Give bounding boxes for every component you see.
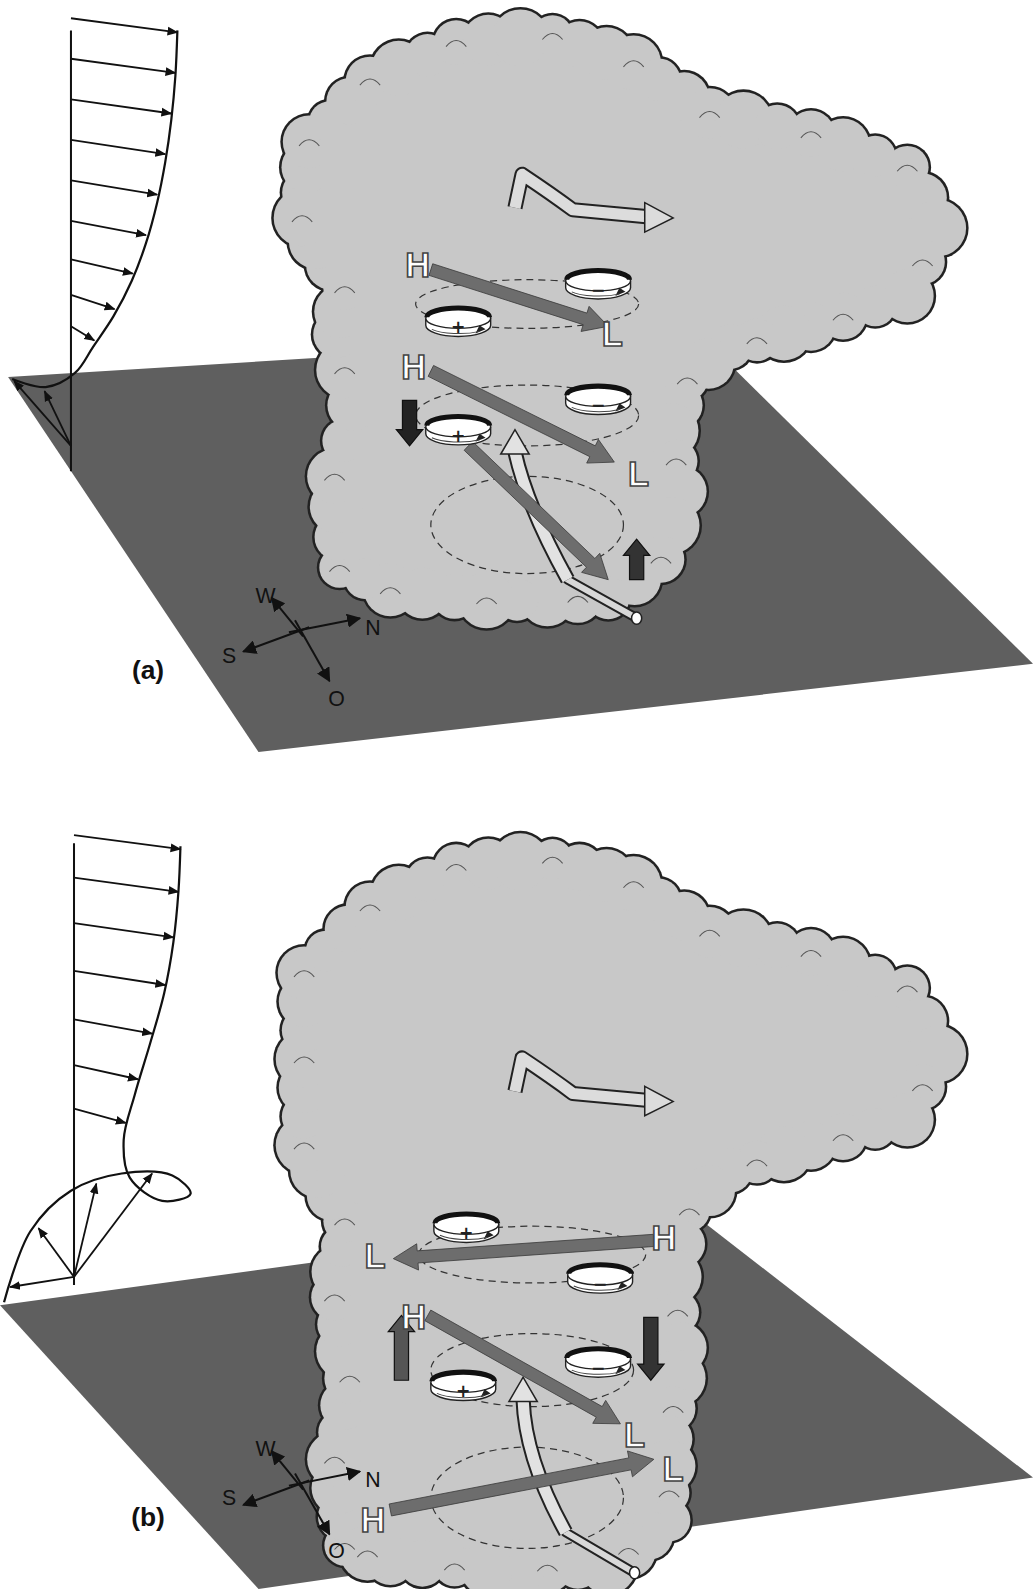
rotation-sign: + [423, 318, 494, 336]
updraft-arrow [523, 1399, 566, 1532]
cloud [271, 7, 968, 631]
rotation-ring: + [423, 413, 494, 447]
rotation-sign: − [565, 1275, 636, 1293]
low-pressure-label: L [624, 1415, 645, 1455]
rotation-ring: + [428, 1369, 499, 1403]
rotation-sign: + [423, 427, 494, 445]
compass-axis [295, 620, 329, 681]
compass-letter: O [328, 687, 345, 711]
panel-label: (a) [132, 655, 164, 686]
outflow-arrow [515, 1058, 649, 1101]
compass-axis [272, 598, 303, 637]
high-pressure-label: H [652, 1219, 677, 1259]
high-pressure-label: H [405, 246, 430, 286]
high-pressure-label: H [401, 1298, 426, 1338]
outflow-arrow [515, 174, 649, 217]
wind-vector [74, 1065, 138, 1079]
compass-letter: N [365, 616, 380, 640]
inflow-tube [568, 580, 637, 619]
wind-vector [71, 259, 133, 273]
rotation-ring: + [431, 1211, 502, 1245]
compass-letter: N [365, 1467, 380, 1491]
low-pressure-label: L [602, 315, 623, 355]
rotation-sign: + [428, 1382, 499, 1400]
pressure-gradient-arrow [389, 1451, 654, 1516]
outflow-arrow [515, 1058, 649, 1101]
rotation-ring: − [563, 1346, 634, 1380]
pressure-gradient-arrow [464, 441, 608, 579]
low-pressure-label: L [365, 1237, 386, 1277]
compass-axis [272, 1451, 303, 1490]
inflow-tube [568, 580, 637, 619]
inflow-mouth [632, 612, 642, 624]
inflow-mouth [630, 1567, 640, 1579]
wind-vector [74, 1174, 152, 1277]
wind-vector [71, 99, 171, 113]
compass-axis [295, 1473, 329, 1534]
compass-letter: O [328, 1538, 345, 1562]
vertical-forcing-down [396, 400, 422, 446]
hodograph-curve [12, 30, 177, 387]
compass-letter: W [256, 584, 276, 608]
wind-vector [71, 140, 165, 154]
wind-vector [39, 1228, 74, 1277]
inflow-tube [566, 1532, 635, 1573]
wind-vector [71, 180, 157, 194]
compass-letter: S [222, 1486, 236, 1510]
wind-vector [71, 295, 115, 309]
outflow-arrow [515, 174, 649, 217]
wind-vector [71, 59, 175, 73]
rotation-sign: − [563, 396, 634, 414]
low-pressure-label: L [628, 455, 649, 495]
rotation-ring: − [563, 268, 634, 302]
updraft-head [501, 430, 529, 454]
wind-vector [45, 391, 71, 446]
vertical-forcing-down [638, 1317, 664, 1380]
wind-vector [14, 381, 71, 446]
panel-label: (b) [131, 1501, 165, 1532]
rotation-ring: − [565, 1262, 636, 1296]
rotation-ring: − [563, 383, 634, 417]
compass-letter: S [222, 644, 236, 668]
vertical-forcing-up [623, 539, 649, 580]
wind-vector [74, 923, 173, 937]
wind-vector [71, 18, 177, 32]
height-axis [73, 843, 75, 1285]
wind-vector [74, 971, 165, 985]
hodograph-curve [4, 846, 191, 1302]
rotation-sign: − [563, 281, 634, 299]
height-axis [70, 30, 72, 471]
compass-letter: W [256, 1437, 276, 1461]
wind-vector [74, 835, 180, 849]
wind-vector [74, 878, 178, 892]
wind-vector [10, 1277, 74, 1287]
wind-vector [74, 1109, 126, 1123]
rotation-sign: − [563, 1359, 634, 1377]
inflow-tube [566, 1532, 635, 1573]
high-pressure-label: H [401, 347, 426, 387]
outflow-head [645, 203, 673, 232]
high-pressure-label: H [361, 1500, 386, 1540]
rotation-ring: + [423, 305, 494, 339]
rotation-sign: + [431, 1224, 502, 1242]
wind-vector [74, 1019, 152, 1033]
low-pressure-label: L [663, 1450, 684, 1490]
cloud [273, 831, 968, 1589]
outflow-head [645, 1086, 673, 1115]
wind-vector [71, 221, 146, 235]
updraft-arrow [523, 1399, 566, 1532]
wind-vector [71, 326, 94, 340]
